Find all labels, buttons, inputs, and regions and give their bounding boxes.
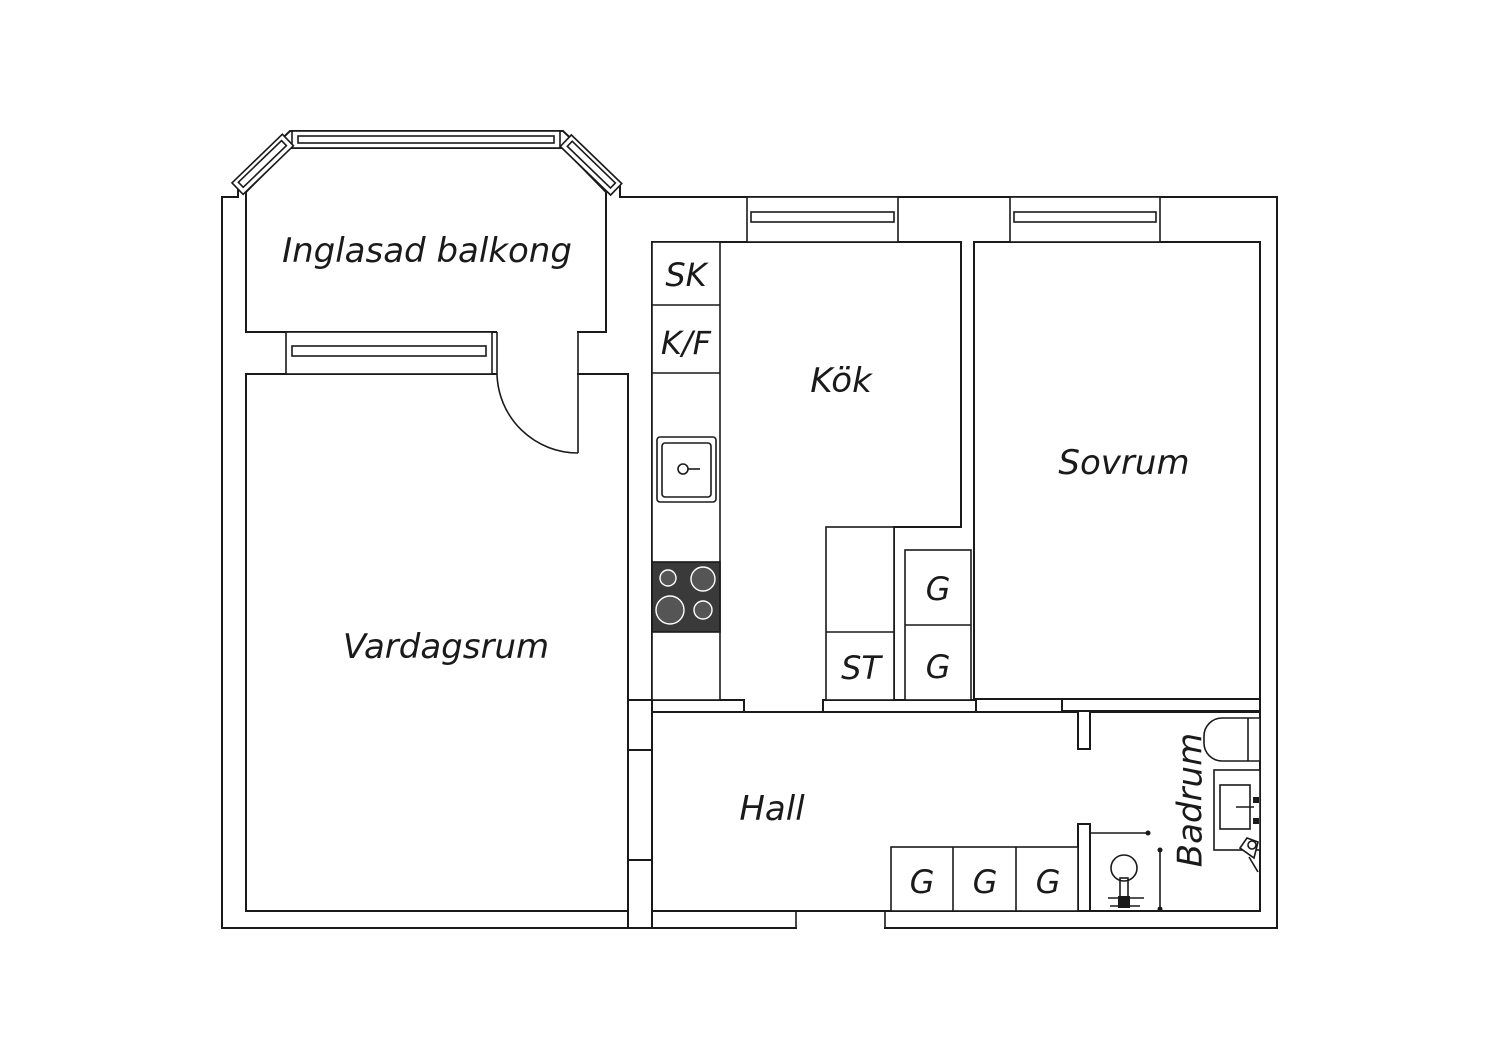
room-label-hall: Hall (739, 789, 805, 829)
window-balcony-left (230, 133, 295, 196)
bathtub-icon (1203, 717, 1261, 762)
cabinet-column (825, 526, 895, 701)
wardrobe-column (904, 549, 972, 701)
wardrobe-label: G (910, 863, 935, 901)
wardrobe-label: G (973, 863, 998, 901)
wall-stub (1061, 698, 1261, 712)
wall-stub (822, 699, 977, 713)
fixture-label-sk: SK (665, 256, 709, 294)
wall-stub (1077, 823, 1091, 912)
balcony-door-swing (496, 373, 579, 454)
room-label-kitchen: Kök (810, 361, 873, 401)
washbasin-icon (1213, 769, 1261, 851)
wall-stub (651, 699, 745, 713)
room-label-bathroom: Badrum (1171, 733, 1211, 867)
fixture-label-kf: K/F (661, 324, 712, 362)
window-balcony-top (291, 130, 561, 149)
room-label-living: Vardagsrum (343, 627, 549, 667)
window-living-room (285, 331, 493, 375)
wall-stub (627, 859, 653, 929)
wall-stub (627, 699, 653, 751)
window-balcony-right (559, 133, 623, 197)
hall-wardrobes (890, 846, 1079, 912)
fixture-label-st: ST (841, 649, 883, 687)
stove-icon (651, 561, 721, 633)
toilet-icon (1238, 837, 1259, 873)
room-label-balcony: Inglasad balkong (282, 231, 572, 271)
kitchen-sink (656, 436, 717, 503)
wardrobe-label: G (926, 570, 951, 608)
room-label-bedroom: Sovrum (1058, 443, 1189, 483)
wardrobe-label: G (926, 648, 951, 686)
window-kitchen (746, 196, 899, 243)
balcony-door-opening (497, 330, 577, 376)
shower-icon (1090, 830, 1163, 912)
window-bedroom (1009, 196, 1161, 243)
wall-stub (1077, 710, 1091, 750)
entrance-door-opening (797, 912, 884, 930)
wardrobe-label: G (1036, 863, 1061, 901)
